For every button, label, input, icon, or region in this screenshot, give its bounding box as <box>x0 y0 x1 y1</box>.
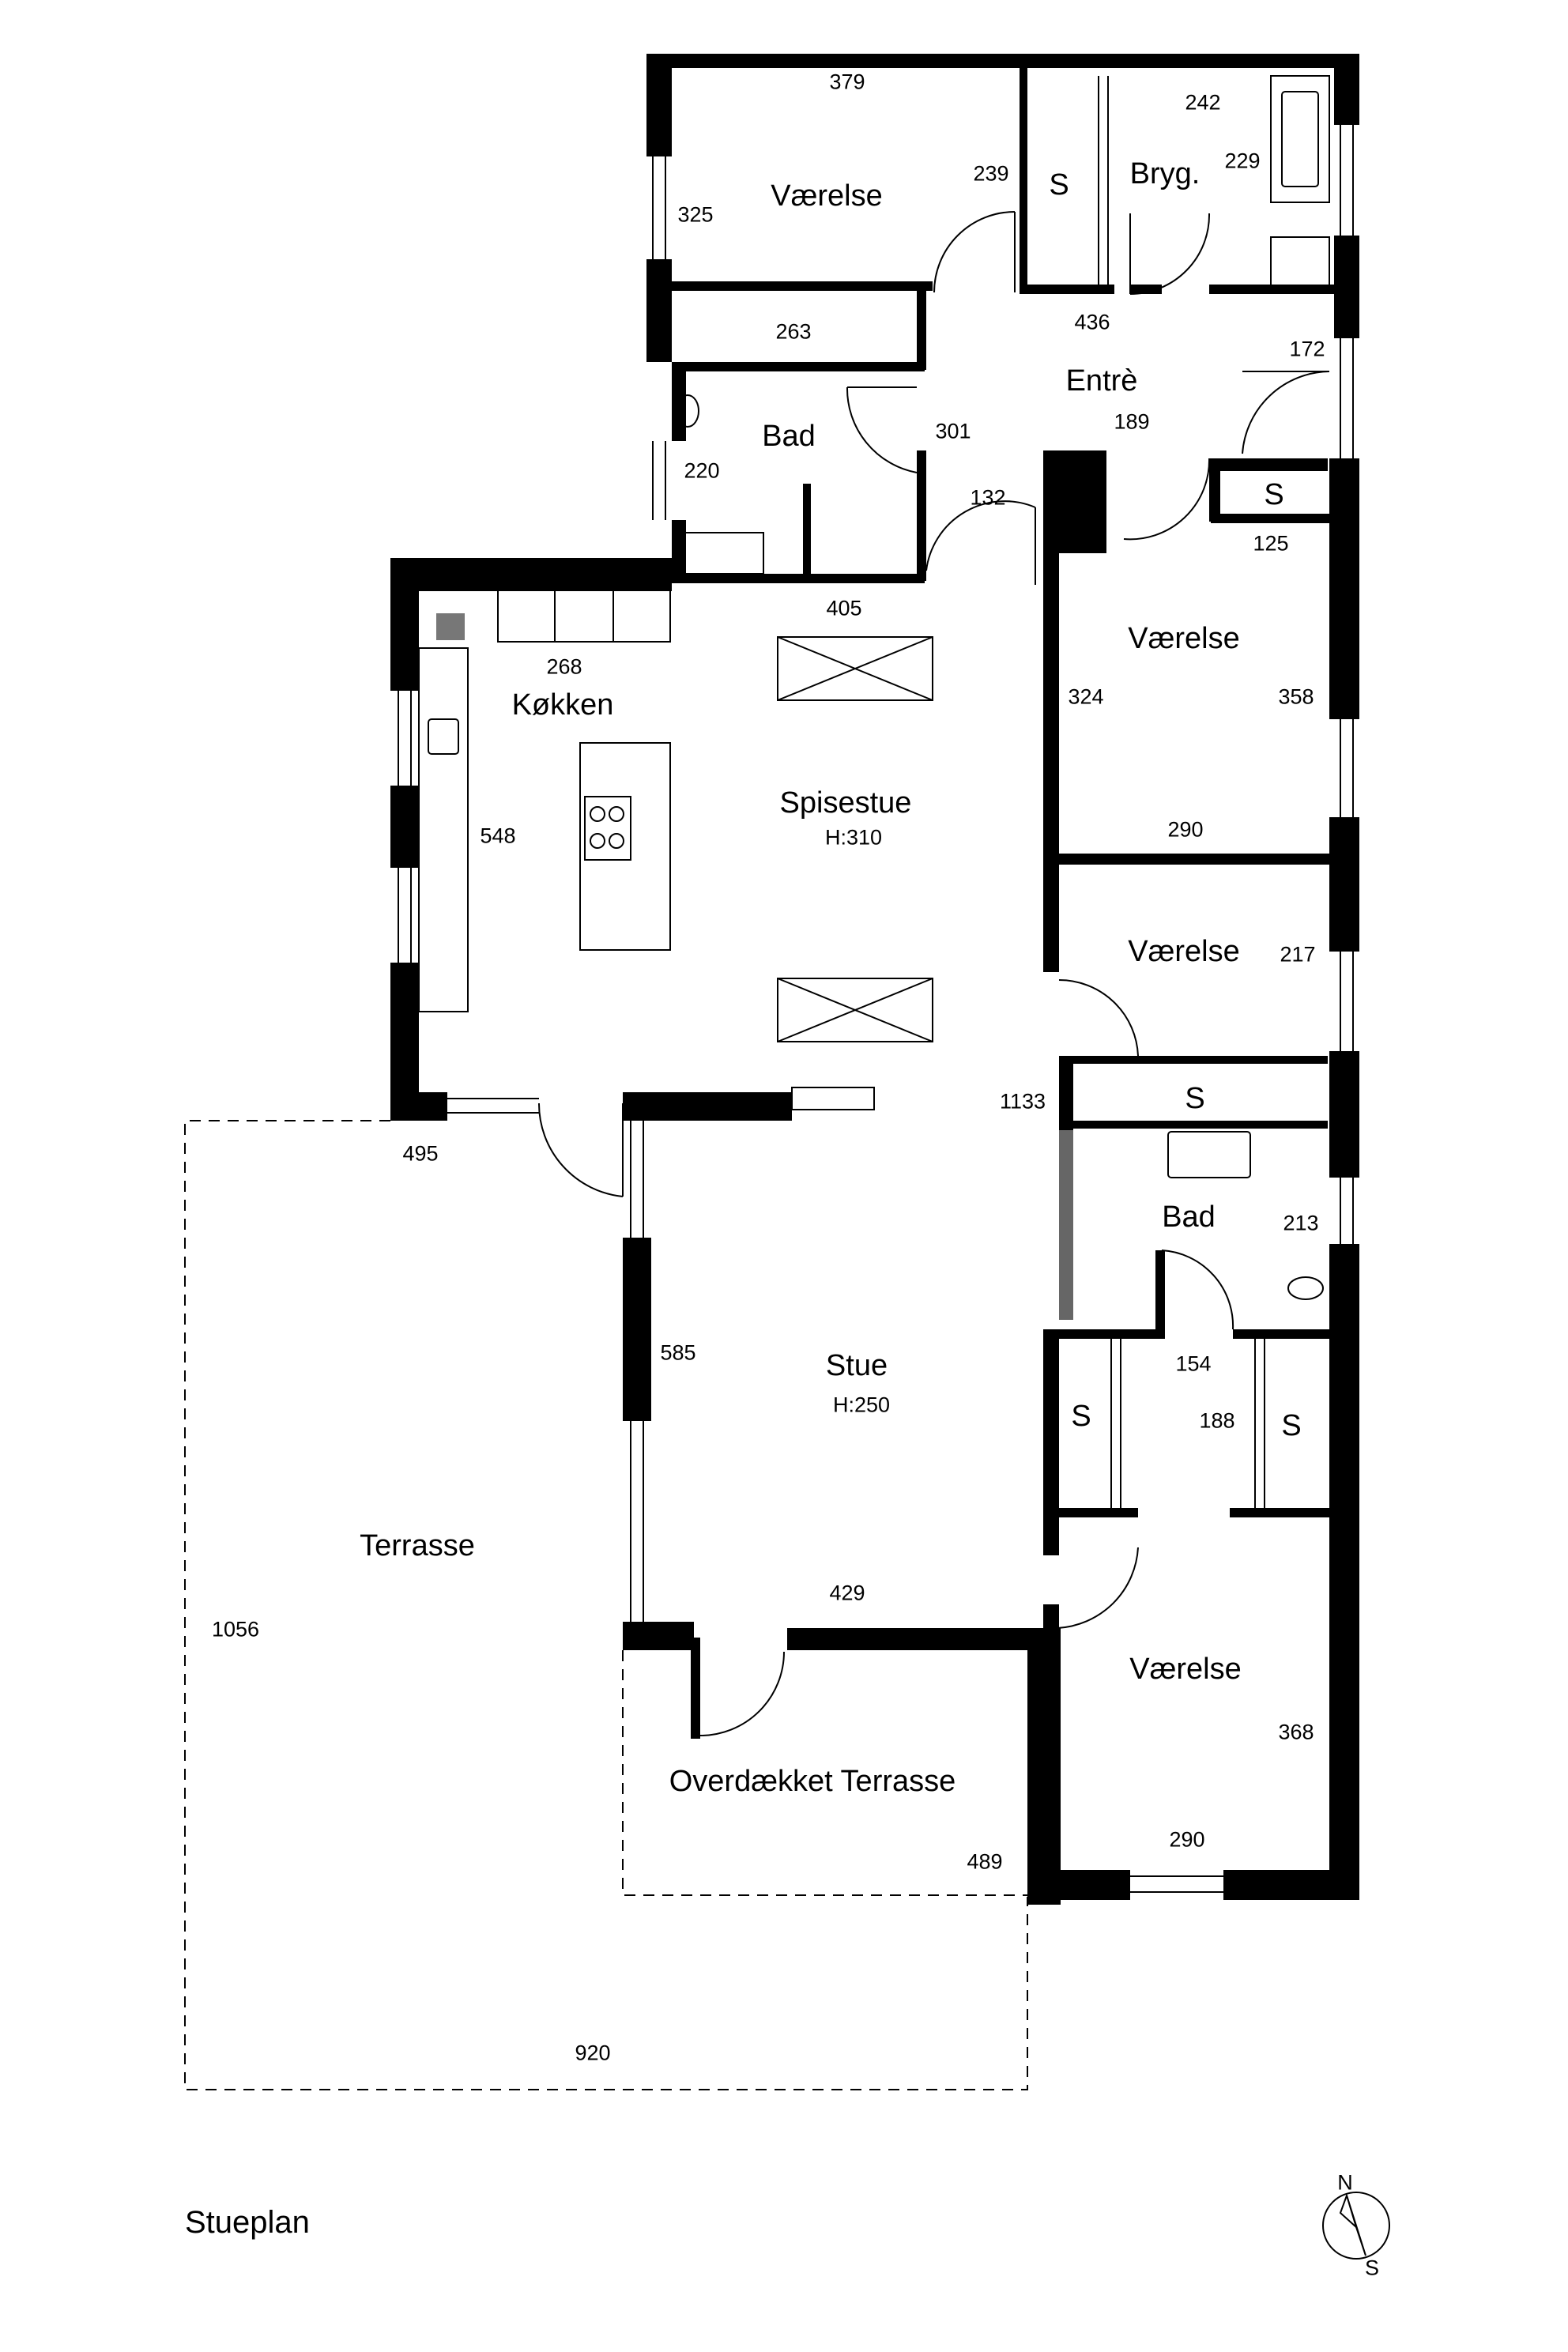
dimension-label: 405 <box>826 596 862 620</box>
room-label-vaerelse-right2: Værelse <box>1128 935 1240 968</box>
dimension-label: 220 <box>684 458 720 483</box>
dimension-label: 242 <box>1185 90 1221 115</box>
room-label-s-right: S <box>1281 1409 1302 1442</box>
room-label-bad-right: Bad <box>1162 1200 1216 1234</box>
fixtures <box>418 75 1330 1300</box>
dimension-label: 172 <box>1289 337 1325 361</box>
dimension-label: 213 <box>1283 1211 1319 1235</box>
dimension-label: 436 <box>1074 310 1110 334</box>
chimney <box>436 613 465 640</box>
room-label-kokken: Køkken <box>511 688 614 722</box>
room-label-vaerelse-top: Værelse <box>771 179 883 213</box>
terrace-outline <box>184 1120 1028 2090</box>
plan-title: Stueplan <box>185 2205 310 2240</box>
dimension-label: 358 <box>1278 684 1314 709</box>
dimension-label: 132 <box>970 485 1006 510</box>
room-label-stue: Stue <box>825 1349 888 1382</box>
dimension-label: 268 <box>546 654 582 679</box>
dimension-label: 1056 <box>211 1617 260 1642</box>
dimension-label: 325 <box>677 202 714 227</box>
compass-south-label: S <box>1364 2256 1380 2280</box>
dimension-label: 585 <box>660 1340 696 1365</box>
room-label-vaerelse-bottom: Værelse <box>1129 1653 1242 1686</box>
dimension-label: 301 <box>935 419 971 443</box>
room-label-bryg: Bryg. <box>1129 157 1200 190</box>
room-label-s-bryg: S <box>1049 168 1069 202</box>
dimension-label: 429 <box>829 1581 865 1605</box>
room-label-s-left: S <box>1071 1400 1091 1433</box>
room-label-s-entre: S <box>1264 478 1284 511</box>
compass-north-label: N <box>1337 2170 1353 2195</box>
dimension-label: 263 <box>775 319 812 344</box>
dimension-label: 217 <box>1280 942 1316 967</box>
height-label-spisestue: H:310 <box>824 825 883 850</box>
dimension-label: 368 <box>1278 1720 1314 1744</box>
dimension-label: 229 <box>1224 149 1261 173</box>
dimension-label: 290 <box>1167 817 1204 842</box>
room-label-entre: Entrè <box>1065 364 1138 398</box>
dimension-label: 290 <box>1169 1827 1205 1852</box>
dimension-label: 324 <box>1068 684 1104 709</box>
windows <box>398 76 1354 1893</box>
room-label-bad-top: Bad <box>762 420 816 453</box>
dimension-label: 154 <box>1175 1351 1212 1376</box>
dimension-label: 1133 <box>999 1089 1046 1114</box>
room-label-spisestue: Spisestue <box>779 786 912 820</box>
compass-icon <box>1322 2192 1390 2260</box>
dimension-label: 125 <box>1253 531 1289 556</box>
dimension-label: 189 <box>1114 409 1150 434</box>
room-label-terrasse: Terrasse <box>360 1529 475 1562</box>
dimension-label: 239 <box>973 161 1009 186</box>
room-label-overdaekket-terrasse: Overdækket Terrasse <box>669 1765 956 1798</box>
dimension-label: 379 <box>829 70 865 94</box>
dimension-label: 548 <box>480 824 516 848</box>
dimension-label: 920 <box>575 2041 611 2065</box>
dimension-label: 489 <box>967 1849 1003 1874</box>
dimension-label: 188 <box>1199 1408 1235 1433</box>
room-label-vaerelse-right1: Værelse <box>1128 622 1240 655</box>
dimension-label: 495 <box>402 1141 439 1166</box>
room-label-s-hall: S <box>1185 1082 1205 1115</box>
walls <box>390 54 1359 1905</box>
height-label-stue: H:250 <box>832 1393 891 1417</box>
doors <box>537 211 1330 1736</box>
wall-panel <box>1059 1130 1073 1320</box>
